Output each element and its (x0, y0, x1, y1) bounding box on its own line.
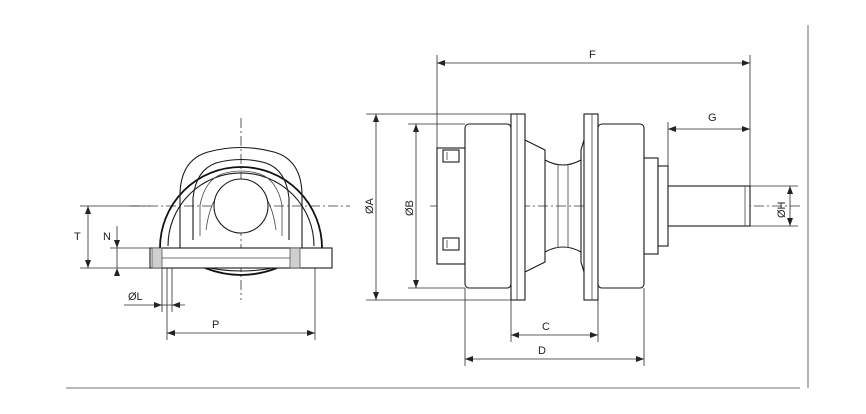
t-label: T (74, 231, 81, 243)
d-label: D (538, 345, 546, 357)
l-arrow-left (154, 302, 162, 308)
left-hub-body (464, 123, 512, 289)
c-arrow-right (590, 332, 598, 338)
shaft (667, 185, 751, 227)
b-label: ØB (404, 200, 416, 216)
c-label: C (542, 321, 550, 333)
collar (643, 157, 659, 255)
p-arrow-left (167, 330, 175, 336)
a-arrow-bottom (373, 292, 379, 300)
bracket-inner-outline (192, 158, 290, 240)
front-view: T N ØL P (74, 118, 350, 340)
left-bolt-hole (151, 247, 163, 269)
bracket-outline (179, 147, 303, 248)
n-label: N (103, 231, 111, 243)
upper-plug (442, 149, 460, 163)
side-view: F G ØA ØB ØH C (364, 49, 800, 366)
g-arrow-right (742, 126, 750, 132)
right-hub-body (597, 123, 645, 289)
b-arrow-top (413, 124, 419, 132)
b-arrow-bottom (413, 280, 419, 288)
p-label: P (212, 319, 219, 331)
f-arrow-right (742, 60, 750, 66)
t-arrow-top (85, 206, 91, 214)
tread-upper (524, 139, 585, 166)
right-flange (583, 113, 599, 301)
f-arrow-left (437, 60, 445, 66)
l-label: ØL (128, 291, 143, 303)
l-arrow-right (172, 302, 180, 308)
h-label: ØH (776, 201, 788, 218)
a-label: ØA (364, 197, 376, 214)
outer-rim-arc (159, 166, 323, 249)
inner-rim-arc (167, 172, 315, 247)
n-arrow-top (114, 240, 120, 248)
bottom-rim-arc (204, 267, 278, 276)
c-arrow-left (511, 332, 519, 338)
right-bolt-hole (289, 247, 301, 269)
n-arrow-bottom (114, 268, 120, 276)
hub-circle (213, 178, 269, 234)
d-arrow-right (636, 356, 644, 362)
bracket-web-line (199, 170, 283, 236)
f-label: F (589, 49, 596, 61)
a-arrow-top (373, 114, 379, 122)
tread-lower (524, 246, 585, 273)
left-flange (510, 113, 526, 301)
h-arrow-top (787, 186, 793, 194)
h-arrow-bottom (787, 218, 793, 226)
d-arrow-left (465, 356, 473, 362)
g-label: G (708, 112, 717, 124)
lower-plug (442, 237, 460, 251)
g-arrow-left (668, 126, 676, 132)
p-arrow-right (307, 330, 315, 336)
t-arrow-bottom (85, 260, 91, 268)
collar-step (657, 165, 669, 247)
